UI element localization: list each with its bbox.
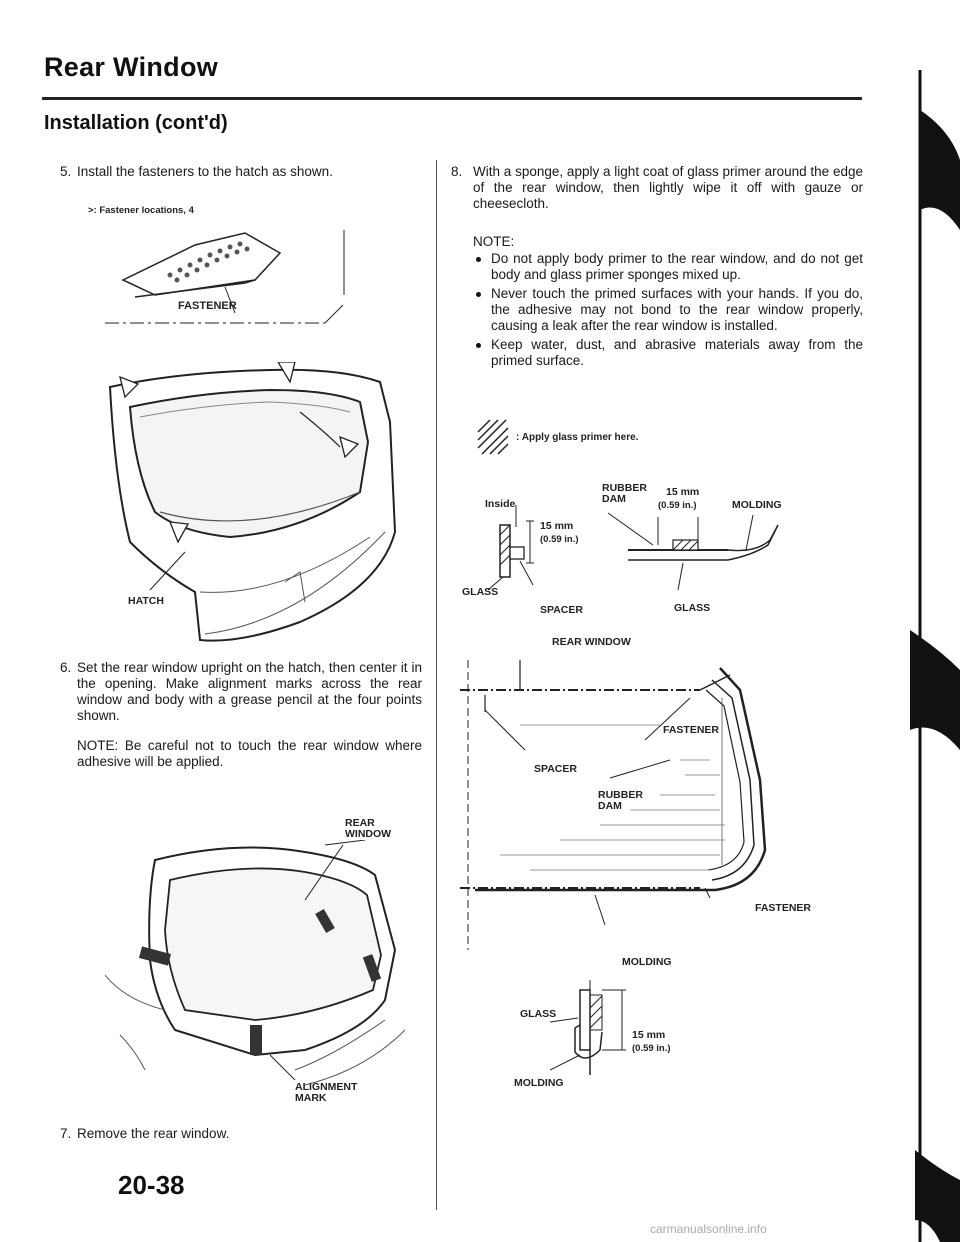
step-text: Set the rear window upright on the hatch… [77,660,422,723]
page-title: Rear Window [44,52,219,82]
detail-glass-label: GLASS [520,1008,557,1020]
fastener-bottom-label: FASTENER [755,902,812,914]
step-text: Install the fasteners to the hatch as sh… [77,164,333,179]
column-divider [436,160,437,1210]
window-rubber-dam-label: RUBBER DAM [598,789,643,812]
step-number: 5. [60,164,72,179]
detail-molding-label: MOLDING [514,1077,564,1089]
glass-label: GLASS [462,586,499,598]
spacer-label: SPACER [540,604,583,616]
fastener-illustration [105,230,345,324]
step-number: 6. [60,660,72,675]
hatch-label: HATCH [128,595,164,607]
glass-label-right: GLASS [674,602,711,614]
fastener-label: FASTENER [178,300,237,312]
alignment-illustration [105,840,406,1086]
inside-label: Inside [485,498,516,510]
hatch-illustration [108,362,397,642]
rear-window-title: REAR WINDOW [552,636,631,648]
rear-window-label-line1: REAR [345,817,375,829]
alignment-mark-label: ALIGNMENT MARK [295,1082,357,1104]
note-list: Do not apply body primer to the rear win… [473,251,863,372]
primer-legend: : Apply glass primer here. [516,432,639,443]
note-item: Never touch the primed surfaces with you… [473,286,863,334]
note-item: Keep water, dust, and abrasive materials… [473,337,863,369]
page-number: 20-38 [118,1170,185,1200]
window-molding-label: MOLDING [622,956,672,968]
step-6-note: NOTE: Be careful not to touch the rear w… [77,738,422,769]
header-rule [42,97,862,100]
detail-dim-in-label: (0.59 in.) [632,1043,671,1054]
step-text: Remove the rear window. [77,1126,230,1141]
step-5: 5. Install the fasteners to the hatch as… [60,164,420,182]
dim-label-top: 15 mm [666,486,700,498]
note-heading: NOTE: [473,234,515,249]
detail-diagram [550,980,626,1075]
cross-section-diagram [487,505,779,591]
note-item: Do not apply body primer to the rear win… [473,251,863,283]
alignment-label-line2: MARK [295,1092,327,1104]
window-spacer-label: SPACER [534,763,577,775]
watermark: carmanualsonline.info [650,1222,767,1236]
fastener-top-label: FASTENER [663,724,720,736]
fastener-caption: >: Fastener locations, 4 [88,205,194,216]
molding-label: MOLDING [732,499,782,511]
binding-marks [910,70,960,1242]
primer-hatch-icon [477,419,509,455]
section-subtitle: Installation (cont'd) [44,112,228,134]
step-number: 7. [60,1126,72,1141]
rear-window-diagram [460,660,767,950]
dim-label-left-in: (0.59 in.) [540,534,579,545]
dim-label-top-in: (0.59 in.) [658,500,697,511]
alignment-label-line1: ALIGNMENT [295,1081,358,1093]
step-7: 7. Remove the rear window. [60,1126,422,1144]
rear-window-label: REAR WINDOW [345,818,391,840]
step-text: With a sponge, apply a light coat of gla… [473,164,863,211]
step-number: 8. [451,164,463,179]
rear-window-label-line2: WINDOW [345,828,392,840]
step-6: 6. Set the rear window upright on the ha… [60,660,422,724]
step-8: 8. With a sponge, apply a light coat of … [451,164,863,214]
rubber-dam-label: RUBBER DAM [602,482,647,505]
dim-label-left: 15 mm [540,520,574,532]
detail-dim-label: 15 mm [632,1029,666,1041]
